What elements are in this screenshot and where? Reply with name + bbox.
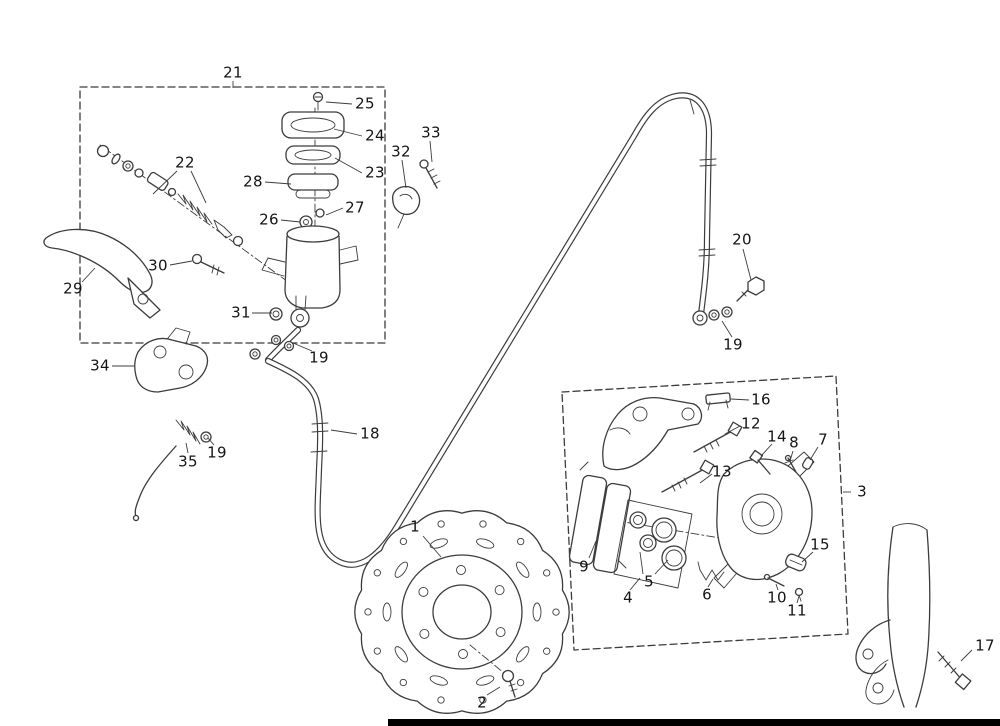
callout-6: 6 [702, 585, 712, 604]
callout-32: 32 [391, 142, 411, 161]
callout-34: 34 [90, 356, 110, 375]
callout-30: 30 [148, 256, 168, 275]
callout-12: 12 [741, 414, 761, 433]
callout-18: 18 [360, 424, 380, 443]
callout-23: 23 [365, 163, 385, 182]
pin-boot [784, 553, 807, 572]
banjo-washers-19 [249, 334, 295, 360]
callout-10: 10 [767, 588, 787, 607]
callout-3: 3 [857, 482, 867, 501]
reservoir-cap [281, 111, 345, 139]
callout-13: 13 [712, 462, 732, 481]
callout-35: 35 [178, 452, 198, 471]
callout-33: 33 [421, 123, 441, 142]
pin-plug [794, 587, 804, 602]
bleed-valve-cap [801, 457, 814, 470]
clamp-screw [419, 159, 441, 189]
callout-5: 5 [644, 572, 654, 591]
fork-leg [855, 523, 931, 708]
callout-27: 27 [345, 198, 365, 217]
piston-repair-kit [96, 144, 244, 247]
lever-perch [134, 327, 209, 393]
callout-22: 22 [175, 153, 195, 172]
callout-9: 9 [579, 557, 589, 576]
callout-16: 16 [751, 390, 771, 409]
master-cylinder-body [261, 225, 359, 328]
callout-25: 25 [355, 94, 375, 113]
hose-clip [705, 392, 731, 411]
callout-15: 15 [810, 535, 830, 554]
callout-24: 24 [365, 126, 385, 145]
callout-29: 29 [63, 279, 83, 298]
brake-lever [43, 228, 161, 319]
callout-26: 26 [259, 210, 279, 229]
cable-adjuster [175, 419, 212, 445]
callout-21: 21 [223, 63, 243, 82]
banjo-bolt [736, 276, 765, 302]
brake-pads [568, 461, 632, 574]
callout-20: 20 [732, 230, 752, 249]
hose-clamp [391, 185, 421, 229]
callout-8: 8 [789, 433, 799, 452]
hose-banjo-fitting [692, 306, 733, 326]
reservoir-diaphragm [287, 173, 339, 199]
caliper-body [713, 451, 815, 589]
callout-14: 14 [767, 427, 787, 446]
footer-bar [388, 719, 1000, 726]
caliper-mount-bolts [661, 421, 743, 493]
caliper-bracket [602, 396, 703, 471]
callout-1: 1 [410, 517, 420, 536]
washer-31 [269, 307, 283, 321]
reservoir-cap-screw [312, 91, 324, 111]
brake-hose [264, 92, 717, 568]
diaphragm-plate [285, 145, 341, 165]
callout-17: 17 [975, 636, 995, 655]
callout-31: 31 [231, 303, 251, 322]
callout-19-b: 19 [723, 335, 743, 354]
lever-pushrod [191, 253, 225, 276]
pad-pin [763, 573, 785, 587]
fork-mount-bolt [937, 651, 972, 691]
callout-28: 28 [243, 172, 263, 191]
sight-glass [315, 208, 325, 218]
callout-19-a: 19 [309, 348, 329, 367]
bleed-valve [784, 454, 797, 473]
callout-11: 11 [787, 601, 807, 620]
brake-disc [354, 510, 570, 714]
callout-2: 2 [477, 693, 487, 712]
caliper-banjo-bolt [749, 449, 771, 475]
callout-7: 7 [818, 430, 828, 449]
callout-19-c: 19 [207, 443, 227, 462]
leader-lines [81, 81, 973, 696]
piston-seal-kit [613, 499, 693, 589]
disc-bolt [469, 644, 518, 698]
switch-wire [132, 445, 177, 522]
callout-4: 4 [623, 588, 633, 607]
pad-spring [697, 561, 725, 581]
